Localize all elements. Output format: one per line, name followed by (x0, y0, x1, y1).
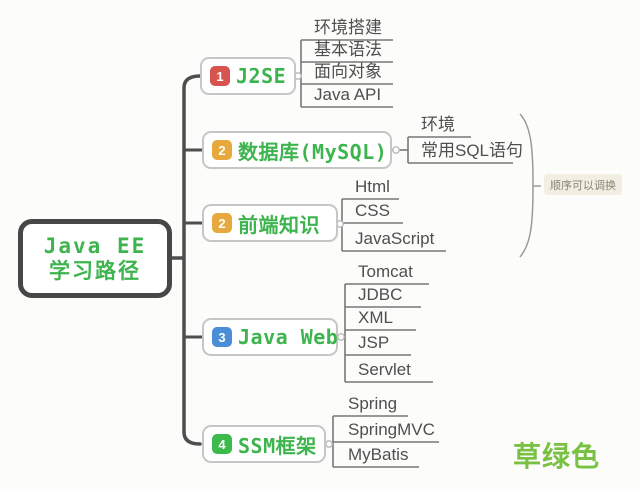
connector-dot-icons (294, 72, 400, 448)
child-topic: Html (355, 177, 390, 196)
child-topic: XML (358, 308, 393, 327)
watermark-caption: 草绿色 (513, 441, 601, 472)
badge-3-icon: 3 (212, 327, 232, 347)
annotation-note: 顺序可以调换 (544, 174, 622, 195)
child-topic: Java API (314, 85, 382, 104)
topic-javaweb-label: Java Web (238, 325, 339, 349)
topic-database: 2 数据库(MySQL) (202, 131, 392, 169)
child-topic: JavaScript (355, 229, 435, 248)
child-topic: 基本语法 (314, 40, 382, 59)
child-topic: CSS (355, 201, 390, 220)
database-child-lines (392, 136, 513, 164)
child-topic: 环境 (421, 115, 455, 134)
topic-ssm-label: SSM框架 (238, 433, 317, 458)
brace-curve (519, 113, 534, 258)
child-topic: Servlet (358, 360, 411, 379)
child-topic: JSP (358, 333, 390, 352)
root-topic-title-line2: 学习路径 (49, 258, 141, 283)
child-topic: Tomcat (358, 262, 413, 281)
child-topic: Spring (348, 394, 398, 413)
badge-4-icon: 4 (212, 434, 232, 454)
child-topic: JDBC (358, 285, 403, 304)
child-topic: 环境搭建 (314, 18, 382, 37)
child-topic: 面向对象 (314, 62, 382, 81)
topic-j2se-label: J2SE (236, 64, 287, 88)
topic-j2se: 1 J2SE (200, 57, 296, 95)
root-topic-title-line1: Java EE (43, 233, 147, 258)
badge-2-icon: 2 (212, 213, 232, 233)
topic-database-label: 数据库(MySQL) (238, 139, 388, 164)
topic-javaweb: 3 Java Web (202, 318, 338, 356)
badge-2-icon: 2 (212, 140, 232, 160)
ssm-child-lines (326, 415, 439, 468)
child-topic: 常用SQL语句 (421, 141, 524, 160)
badge-1-icon: 1 (210, 66, 230, 86)
spine-line (182, 74, 202, 446)
child-topic: MyBatis (348, 445, 409, 464)
root-topic: Java EE 学习路径 (18, 219, 172, 298)
child-topic: SpringMVC (348, 420, 435, 439)
topic-frontend: 2 前端知识 (202, 204, 338, 242)
javaweb-child-lines (338, 283, 433, 383)
topic-frontend-label: 前端知识 (238, 212, 320, 237)
topic-ssm: 4 SSM框架 (202, 425, 326, 463)
